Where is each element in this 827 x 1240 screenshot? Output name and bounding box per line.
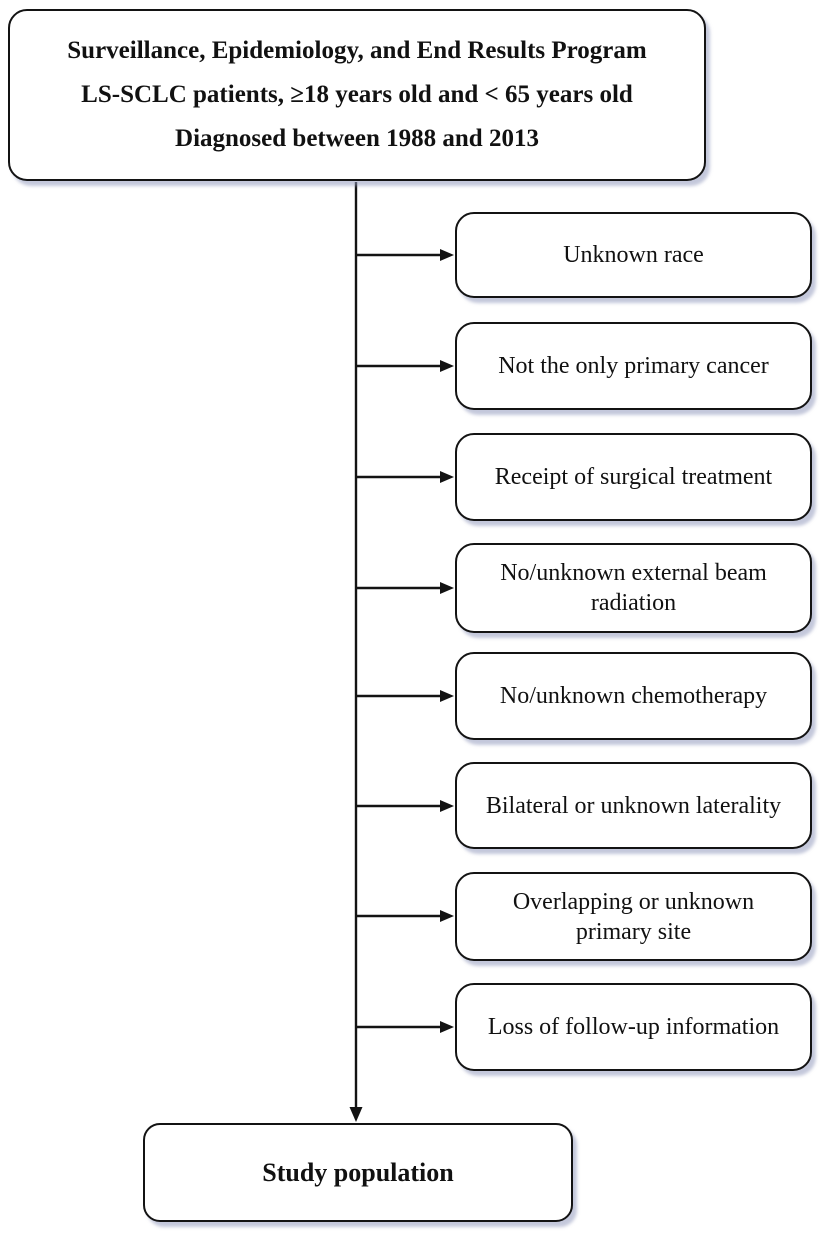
source-line-patients: LS-SCLC patients, ≥18 years old and < 65…	[81, 81, 633, 109]
branch-arrowhead-4-icon	[440, 582, 454, 594]
source-line-program: Surveillance, Epidemiology, and End Resu…	[67, 37, 647, 65]
exclusion-box-unknown-race: Unknown race	[455, 212, 812, 298]
exclusion-box-primary-site: Overlapping or unknown primary site	[455, 872, 812, 961]
branch-arrowhead-1-icon	[440, 249, 454, 261]
source-box: Surveillance, Epidemiology, and End Resu…	[8, 9, 706, 181]
result-box-study-population: Study population	[143, 1123, 573, 1222]
exclusion-box-chemotherapy: No/unknown chemotherapy	[455, 652, 812, 740]
branch-arrowhead-6-icon	[440, 800, 454, 812]
exclusion-box-laterality: Bilateral or unknown laterality	[455, 762, 812, 849]
source-line-diagnosis-period: Diagnosed between 1988 and 2013	[175, 125, 539, 153]
exclusion-box-not-only-primary-cancer: Not the only primary cancer	[455, 322, 812, 410]
branch-arrowhead-2-icon	[440, 360, 454, 372]
exclusion-box-surgical-treatment: Receipt of surgical treatment	[455, 433, 812, 521]
exclusion-box-follow-up: Loss of follow-up information	[455, 983, 812, 1071]
branch-arrowhead-8-icon	[440, 1021, 454, 1033]
trunk-arrowhead-down-icon	[349, 1107, 363, 1122]
exclusion-box-external-beam-radiation: No/unknown external beam radiation	[455, 543, 812, 633]
branch-arrowhead-3-icon	[440, 471, 454, 483]
branch-arrowhead-5-icon	[440, 690, 454, 702]
branch-arrowhead-7-icon	[440, 910, 454, 922]
